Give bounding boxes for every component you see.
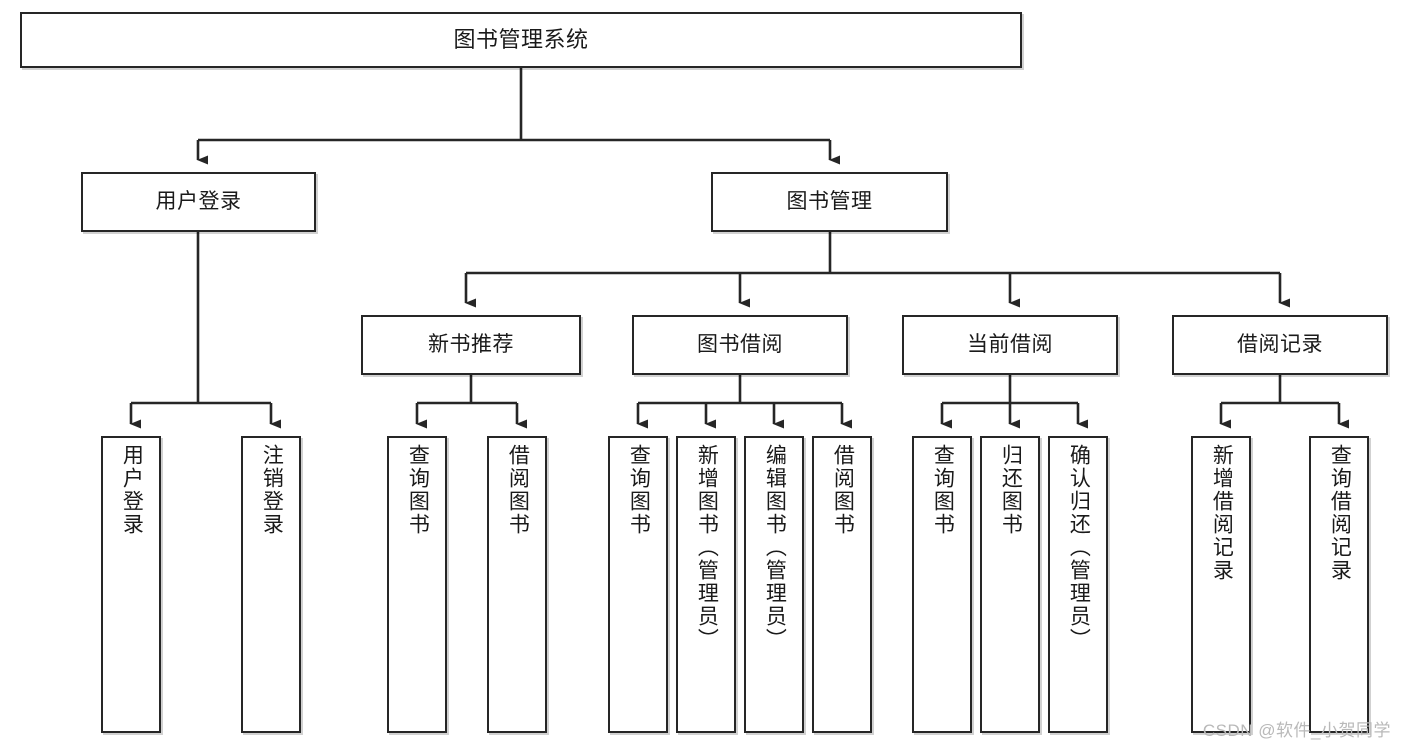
node-borrow-record[interactable]: 借阅记录 (1172, 315, 1388, 375)
leaf-label: 查询借阅记录 (1328, 444, 1352, 582)
node-root[interactable]: 图书管理系统 (20, 12, 1022, 68)
node-book-management-label: 图书管理 (786, 189, 873, 213)
leaf-label: 编辑图书（管理员） (763, 444, 787, 651)
leaf-user-login-login[interactable]: 用户登录 (101, 436, 161, 733)
node-current-borrow-label: 当前借阅 (967, 332, 1053, 356)
leaf-label: 用户登录 (120, 444, 144, 536)
node-book-borrow[interactable]: 图书借阅 (632, 315, 848, 375)
leaf-label: 确认归还（管理员） (1067, 444, 1091, 651)
node-current-borrow[interactable]: 当前借阅 (902, 315, 1118, 375)
leaf-label: 借阅图书 (506, 444, 530, 536)
leaf-current-query[interactable]: 查询图书 (912, 436, 972, 733)
node-new-book-recommend[interactable]: 新书推荐 (361, 315, 581, 375)
leaf-borrow-edit-book[interactable]: 编辑图书（管理员） (744, 436, 804, 733)
leaf-label: 查询图书 (627, 444, 651, 536)
leaf-label: 注销登录 (260, 444, 284, 536)
leaf-label: 借阅图书 (831, 444, 855, 536)
leaf-label: 查询图书 (931, 444, 955, 536)
node-root-label: 图书管理系统 (453, 27, 589, 53)
leaf-new-book-borrow[interactable]: 借阅图书 (487, 436, 547, 733)
leaf-label: 归还图书 (999, 444, 1023, 536)
leaf-user-login-logout[interactable]: 注销登录 (241, 436, 301, 733)
leaf-borrow-borrow-book[interactable]: 借阅图书 (812, 436, 872, 733)
leaf-current-confirm-return[interactable]: 确认归还（管理员） (1048, 436, 1108, 733)
leaf-label: 查询图书 (406, 444, 430, 536)
leaf-borrow-query[interactable]: 查询图书 (608, 436, 668, 733)
leaf-current-return[interactable]: 归还图书 (980, 436, 1040, 733)
node-new-book-recommend-label: 新书推荐 (428, 332, 514, 356)
leaf-borrow-add-book[interactable]: 新增图书（管理员） (676, 436, 736, 733)
leaf-new-book-query[interactable]: 查询图书 (387, 436, 447, 733)
leaf-record-query[interactable]: 查询借阅记录 (1309, 436, 1369, 733)
node-book-management[interactable]: 图书管理 (711, 172, 948, 232)
leaf-record-add[interactable]: 新增借阅记录 (1191, 436, 1251, 733)
leaf-label: 新增图书（管理员） (695, 444, 719, 651)
csdn-watermark: CSDN @软件_小贺同学 (1202, 721, 1391, 740)
node-user-login-label: 用户登录 (155, 189, 242, 213)
node-borrow-record-label: 借阅记录 (1237, 332, 1323, 356)
node-user-login[interactable]: 用户登录 (81, 172, 316, 232)
leaf-label: 新增借阅记录 (1210, 444, 1234, 582)
node-book-borrow-label: 图书借阅 (697, 332, 783, 356)
